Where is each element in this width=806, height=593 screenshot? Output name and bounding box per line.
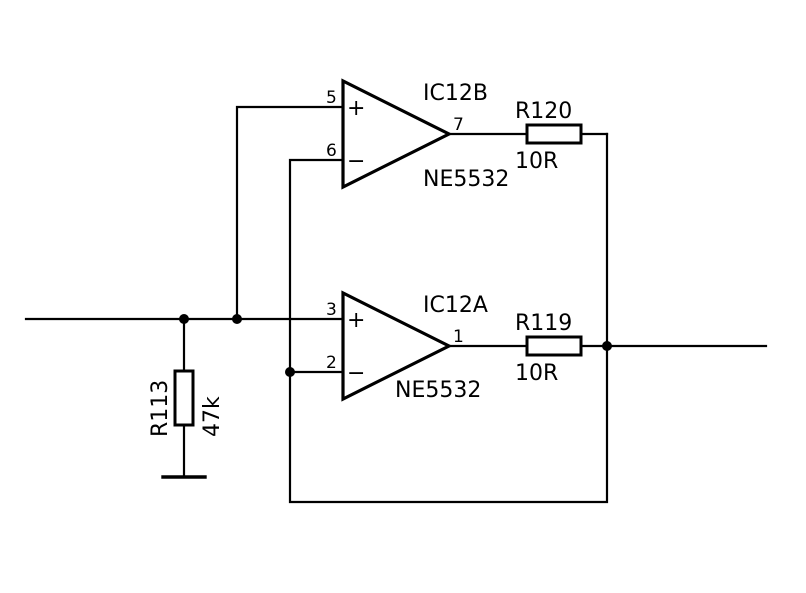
r113-value-label: 47k — [200, 396, 225, 437]
junction-dot — [602, 341, 612, 351]
resistor-r120: R120 10R — [515, 99, 583, 174]
ic12a-pin-noninv: 3 — [326, 300, 337, 320]
ic12b-plus-sign: + — [347, 96, 365, 121]
opamp-ic12b-triangle — [341, 78, 453, 190]
ic12b-pin-out: 7 — [453, 115, 464, 135]
opamp-ic12a: + − 3 2 1 IC12A NE5532 — [326, 290, 488, 403]
opamp-ic12b: + − 5 6 7 IC12B NE5532 — [326, 78, 509, 192]
junctions — [179, 314, 612, 377]
resistor-r113: R113 47k — [148, 369, 225, 437]
r119-value-label: 10R — [515, 361, 558, 386]
ic12a-part-label: NE5532 — [395, 378, 481, 403]
ic12a-plus-sign: + — [347, 308, 365, 333]
ic12a-minus-sign: − — [347, 361, 365, 386]
ic12a-pin-inv: 2 — [326, 353, 337, 373]
wire-ic12b-inv — [288, 132, 609, 504]
ic12b-pin-inv: 6 — [326, 141, 337, 161]
ic12a-ref-label: IC12A — [423, 293, 488, 318]
resistor-r119-body — [525, 335, 583, 357]
junction-dot — [179, 314, 189, 324]
ic12b-ref-label: IC12B — [423, 81, 488, 106]
wires — [24, 105, 768, 504]
ic12a-pin-out: 1 — [453, 327, 464, 347]
ic12b-minus-sign: − — [347, 149, 365, 174]
resistor-r113-body — [173, 369, 195, 427]
r113-ref-label: R113 — [148, 380, 173, 437]
junction-dot — [285, 367, 295, 377]
resistor-r119: R119 10R — [515, 311, 583, 386]
ic12b-pin-noninv: 5 — [326, 88, 337, 108]
resistor-r120-body — [525, 123, 583, 145]
r119-ref-label: R119 — [515, 311, 572, 336]
opamp-ic12a-triangle — [341, 290, 453, 402]
junction-dot — [232, 314, 242, 324]
wire-to-ic12b-noninv — [235, 105, 345, 321]
r120-ref-label: R120 — [515, 99, 572, 124]
ic12b-part-label: NE5532 — [423, 167, 509, 192]
r120-value-label: 10R — [515, 149, 558, 174]
